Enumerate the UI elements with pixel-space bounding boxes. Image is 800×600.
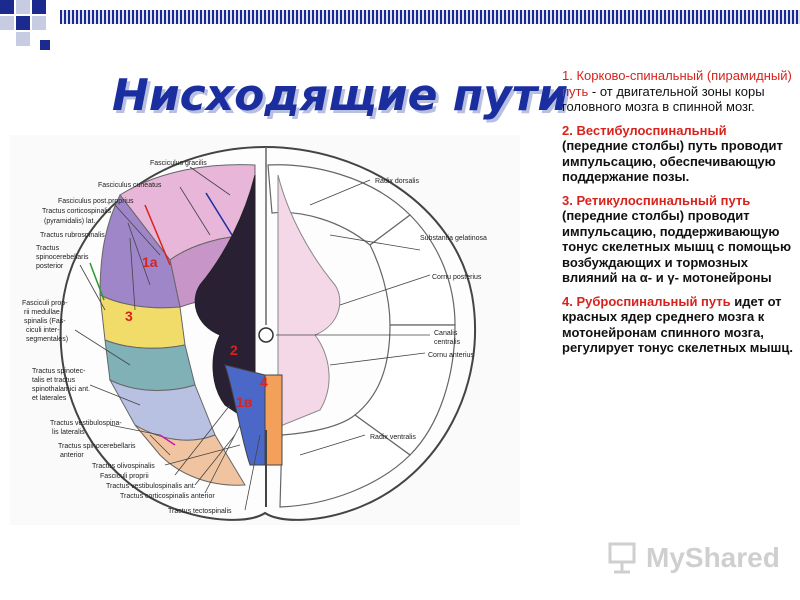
- label-fasciculi-proprii-3: spinalis (Fas-: [24, 318, 66, 325]
- label-radix-ventralis: Radix ventralis: [370, 434, 416, 441]
- paragraph-3-heading: 3. Ретикулоспинальный путь: [562, 192, 751, 208]
- paragraph-2-heading: 2. Вестибулоспинальный: [562, 122, 727, 138]
- label-tractus-spinotectalis-4: et laterales: [32, 395, 67, 402]
- label-pyramidalis-lat: (pyramidalis) lat.: [44, 218, 95, 225]
- paragraph-1: 1. Корково-спинальный (пирамидный) путь …: [562, 68, 794, 115]
- label-fasciculi-proprii: Fasciculi proprii: [100, 473, 149, 480]
- label-tractus-spinocerebellaris-3: posterior: [36, 263, 64, 270]
- label-centralis: centralis: [434, 339, 461, 346]
- number-1a: 1а: [142, 254, 158, 270]
- label-tractus-spinocerebellaris-ant-2: anterior: [60, 452, 84, 459]
- paragraph-2: 2. Вестибулоспинальный (передние столбы)…: [562, 123, 794, 185]
- label-tractus-spinocerebellaris-2: spinocerebellaris: [36, 254, 89, 261]
- pathways-description: 1. Корково-спинальный (пирамидный) путь …: [562, 68, 794, 364]
- paragraph-1-heading: 1. Корково-спинальный (пирамидный) путь: [562, 68, 792, 99]
- paragraph-2-body: (передние столбы) путь проводит импульса…: [562, 138, 783, 184]
- watermark-text: MyShared: [646, 542, 780, 573]
- paragraph-4: 4. Руброспинальный путь идет от красных …: [562, 294, 794, 356]
- paragraph-3: 3. Ретикулоспинальный путь (передние сто…: [562, 193, 794, 286]
- label-tractus-spinotectalis-2: talis et tractus: [32, 377, 76, 384]
- label-tractus-olivospinalis: Tractus olivospinalis: [92, 463, 155, 470]
- label-fasciculi-proprii-4: ciculi inter-: [26, 327, 60, 334]
- paragraph-1-body: - от двигательной зоны коры головного мо…: [562, 83, 765, 115]
- label-tractus-vestibulospinalis-1: Tractus vestibulospina-: [50, 420, 122, 427]
- paragraph-4-heading: 4. Руброспинальный путь: [562, 293, 731, 309]
- number-1v: 1в: [236, 394, 253, 410]
- label-substantia-gelatinosa: Substantia gelatinosa: [420, 235, 487, 242]
- slide-title: Нисходящие пути: [112, 70, 569, 121]
- spinal-cord-svg: Fasciculus gracilis Fasciculus cuneatus …: [22, 145, 487, 521]
- paragraph-4-body: идет от красных ядер среднего мозга к мо…: [562, 293, 793, 356]
- label-cornu-posterius: Cornu posterius: [432, 274, 482, 281]
- number-4: 4: [260, 374, 268, 390]
- label-fasciculi-proprii-1: Fasciculi prop-: [22, 300, 68, 307]
- label-fasciculus-post-proprius: Fasciculus post.proprius: [58, 198, 134, 205]
- label-tractus-vestibulospinalis-ant: Tractus vestibulospinalis ant.: [106, 483, 196, 490]
- label-canalis: Canalis: [434, 330, 458, 337]
- label-tractus-tectospinalis: Tractus tectospinalis: [168, 508, 232, 515]
- number-2: 2: [230, 342, 238, 358]
- label-tractus-spinotectalis-3: spinothalamici ant.: [32, 386, 90, 393]
- label-tractus-vestibulospinalis-2: lis lateralis: [52, 429, 85, 436]
- label-tractus-rubrospinalis: Tractus rubrospinalis: [40, 232, 105, 239]
- watermark: MyShared: [606, 540, 780, 580]
- label-tractus-corticospinalis: Tractus corticospinalis: [42, 208, 111, 215]
- paragraph-3-body: (передние столбы) проводит импульсацию, …: [562, 208, 792, 285]
- top-bar: [60, 10, 800, 24]
- number-3: 3: [125, 308, 133, 324]
- presentation-icon: [608, 542, 636, 574]
- label-tractus-spinocerebellaris-1: Tractus: [36, 245, 60, 252]
- label-fasciculus-cuneatus: Fasciculus cuneatus: [98, 182, 162, 189]
- label-fasciculus-gracilis: Fasciculus gracilis: [150, 160, 207, 167]
- label-tractus-spinotectalis-1: Tractus spinotec-: [32, 368, 86, 375]
- label-radix-dorsalis: Radix dorsalis: [375, 178, 419, 185]
- label-fasciculi-proprii-2: rii medullae: [24, 309, 60, 316]
- label-tractus-spinocerebellaris-ant-1: Tractus spinocerebellaris: [58, 443, 136, 450]
- label-fasciculi-proprii-5: segmentales): [26, 336, 68, 343]
- spinal-cord-diagram: Fasciculus gracilis Fasciculus cuneatus …: [10, 135, 520, 525]
- label-cornu-anterius: Cornu anterius: [428, 352, 474, 359]
- label-tractus-corticospinalis-anterior: Tractus corticospinalis anterior: [120, 493, 215, 500]
